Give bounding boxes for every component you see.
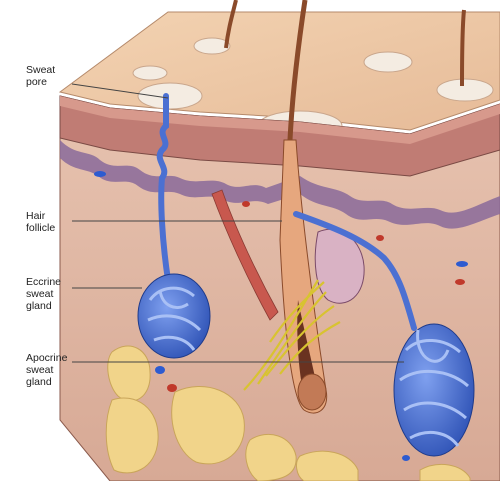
leader-lines bbox=[71, 83, 404, 363]
hair-shaft bbox=[224, 0, 238, 49]
basal-layer bbox=[60, 140, 500, 229]
surface-pore bbox=[132, 65, 168, 81]
stratum-corneum bbox=[60, 96, 500, 144]
nerve-ending bbox=[243, 279, 341, 391]
surface-pore bbox=[363, 51, 413, 73]
label-sweat-pore: Sweat pore bbox=[26, 64, 56, 88]
label-apocrine-gland: Apocrine sweat gland bbox=[26, 352, 68, 388]
surface-pore bbox=[193, 37, 231, 55]
apocrine-duct bbox=[293, 211, 417, 331]
hair-shaft bbox=[460, 9, 466, 87]
eccrine-duct bbox=[156, 93, 171, 283]
label-eccrine-gland: Eccrine sweat gland bbox=[26, 276, 62, 312]
label-hair-follicle: Hair follicle bbox=[26, 210, 56, 234]
surface-pore bbox=[436, 78, 494, 102]
fat-tissue bbox=[105, 345, 471, 482]
hair-bulb bbox=[297, 373, 327, 411]
leader-line-sweat-pore bbox=[71, 83, 169, 99]
apocrine-gland-coil bbox=[393, 323, 475, 457]
surface-pore bbox=[137, 82, 203, 110]
eccrine-gland-coil bbox=[137, 273, 211, 359]
blood-vessels bbox=[94, 171, 468, 461]
hair-shaft bbox=[287, 0, 308, 141]
